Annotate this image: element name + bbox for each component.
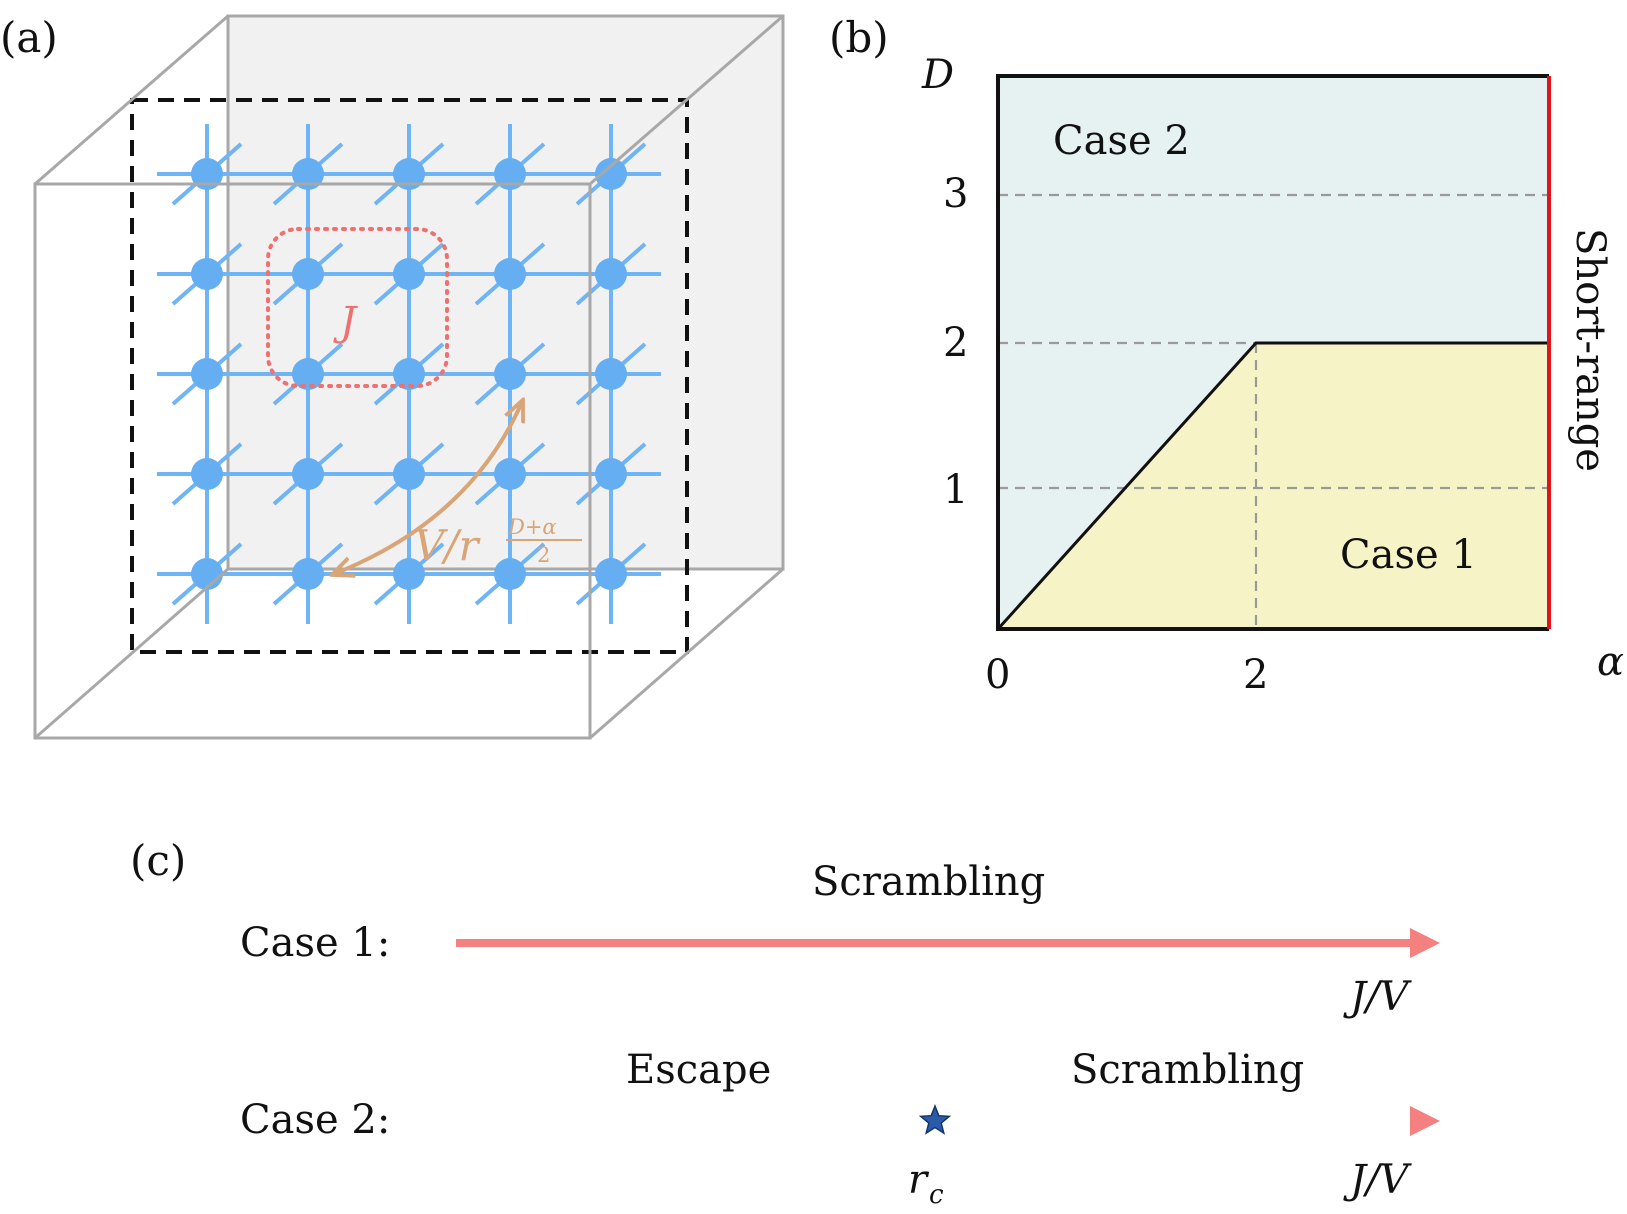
lattice-site (191, 158, 223, 190)
lattice-site (494, 458, 526, 490)
region-case-1 (998, 343, 1549, 629)
critical-point-label: r c (908, 1157, 944, 1210)
x-axis-label: α (1597, 639, 1624, 685)
critical-point-label-base: r (908, 1157, 930, 1203)
region-case-1-label: Case 1 (1340, 532, 1477, 578)
lattice-site (393, 158, 425, 190)
lattice-site (393, 258, 425, 290)
case-1-name: Case 1: (240, 920, 390, 966)
lattice-site (494, 358, 526, 390)
panel-c: (c) Case 1: Scrambling J/V Case 2: Escap… (130, 836, 1440, 1210)
interaction-arrow (334, 402, 522, 574)
plot-frame (996, 74, 1549, 631)
lattice-site (292, 258, 324, 290)
panel-b-label: (b) (829, 13, 889, 62)
critical-point-label-sub: c (929, 1180, 944, 1210)
case-1-phase: Scrambling (812, 859, 1045, 905)
case-1-arrowhead (1410, 928, 1440, 958)
lattice-site (595, 158, 627, 190)
lattice-site (292, 558, 324, 590)
lattice-site (191, 558, 223, 590)
panel-a-label: (a) (0, 13, 58, 62)
interaction-label: V/r D+α 2 (414, 515, 582, 570)
case-2-phase-escape: Escape (626, 1047, 771, 1093)
region-case-2-label: Case 2 (1053, 118, 1190, 164)
lattice-site (595, 458, 627, 490)
lattice-site (191, 258, 223, 290)
case-2-axis-label: J/V (1343, 1157, 1413, 1203)
x-tick-2: 2 (1243, 652, 1268, 698)
panel-b: (b) D 1 2 3 0 2 α Case 2 Case 1 Short-ra… (829, 13, 1624, 698)
lattice-site (393, 458, 425, 490)
case-2-name: Case 2: (240, 1097, 390, 1143)
cube-edge (34, 567, 229, 740)
lattice-site (191, 458, 223, 490)
lattice-site (595, 558, 627, 590)
lattice-site (494, 258, 526, 290)
lattice-site (595, 258, 627, 290)
case-2-phase-scrambling: Scrambling (1071, 1047, 1304, 1093)
phase-boundary (996, 341, 1549, 631)
case-1-axis-label: J/V (1343, 974, 1413, 1020)
lattice-site (494, 158, 526, 190)
case-2-arrowhead (1410, 1106, 1440, 1136)
y-axis-label: D (921, 52, 954, 98)
lattice-boundary (130, 98, 689, 654)
y-tick-3: 3 (943, 171, 968, 217)
y-tick-2: 2 (943, 320, 968, 366)
x-tick-0: 0 (985, 652, 1010, 698)
lattice-site (494, 558, 526, 590)
panel-c-label: (c) (130, 836, 186, 885)
interaction-label-exp-num: D+α (507, 515, 557, 539)
critical-point-star-icon (918, 1103, 952, 1135)
lattice-site (292, 158, 324, 190)
lattice-site (595, 358, 627, 390)
lattice-site (191, 358, 223, 390)
cube-edge (589, 14, 784, 186)
case-1-axis-label-text: J/V (1343, 974, 1413, 1020)
interaction-label-exp-den: 2 (537, 543, 550, 567)
lattice-site (292, 358, 324, 390)
lattice-site (292, 458, 324, 490)
interaction-label-base: V/r (414, 521, 481, 570)
y-tick-1: 1 (943, 467, 968, 513)
cube-edge (34, 14, 229, 186)
lattice-site (393, 358, 425, 390)
panel-a: (a) J V/r D+α 2 (0, 13, 785, 740)
cube-edge (589, 567, 784, 740)
coupling-region-box (266, 227, 449, 388)
short-range-label: Short-range (1567, 228, 1613, 472)
